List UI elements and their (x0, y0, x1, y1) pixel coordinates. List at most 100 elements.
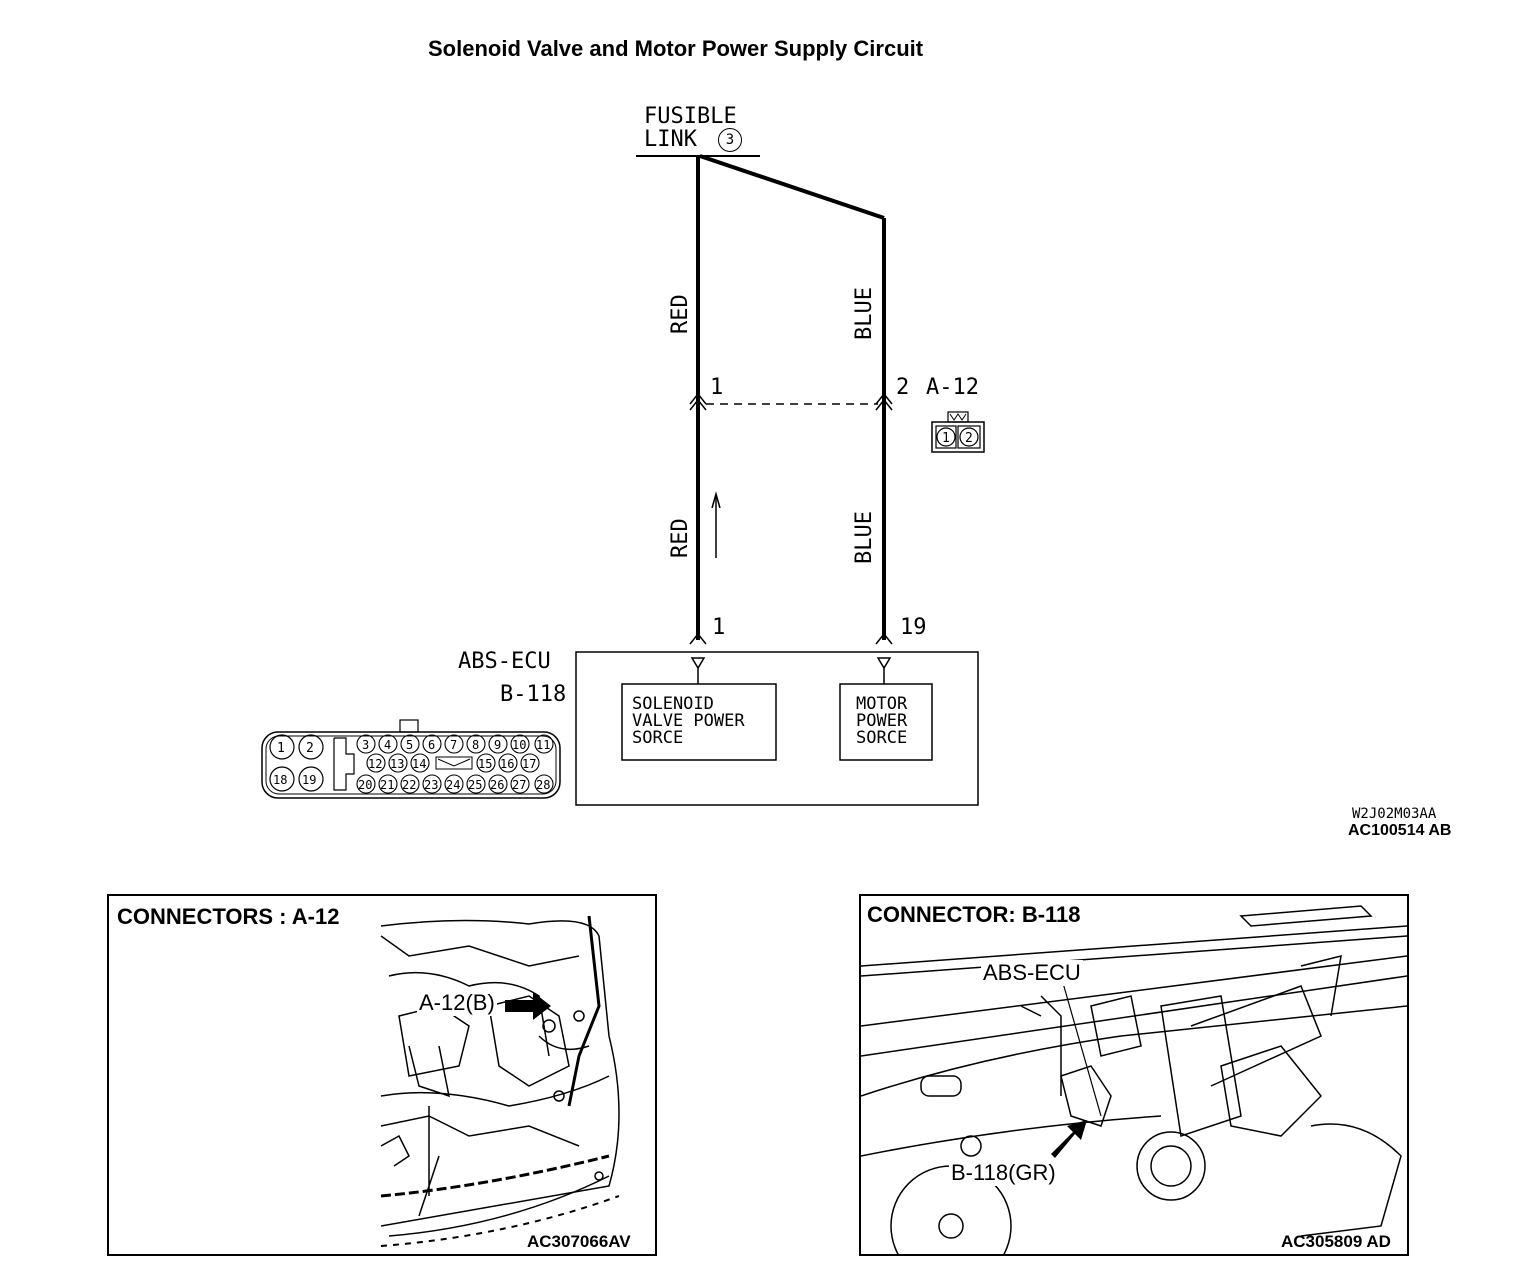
fusible-link-label-1: FUSIBLE (644, 104, 737, 129)
b118-pin (444, 774, 464, 794)
wire-color-blue-lower: BLUE (852, 511, 877, 564)
b118-pin-label: 3 (362, 738, 369, 752)
b118-pin (422, 774, 442, 794)
motor-box-line3: SORCE (856, 728, 908, 748)
b118-pin-label: 8 (472, 738, 479, 752)
ecu-pin1-symbol (689, 632, 707, 645)
b118-pin-label: 26 (490, 778, 504, 792)
b118-pin-label: 12 (368, 757, 382, 771)
b118-pin (510, 774, 530, 794)
diagram-title: Solenoid Valve and Motor Power Supply Ci… (428, 36, 924, 61)
panel-left-code: AC307066AV (527, 1232, 631, 1251)
b118-pin (388, 753, 408, 773)
svg-text:19: 19 (302, 773, 316, 787)
a12-pin2-symbol (875, 398, 893, 411)
b118-pin (488, 734, 508, 754)
a12-connector-label: A-12 (926, 375, 979, 400)
wire-color-blue-upper: BLUE (852, 287, 877, 340)
solenoid-box-line3: SORCE (632, 728, 684, 748)
figure-code-2: AC100514 AB (1348, 822, 1452, 839)
a12-icon-pin2: 2 (965, 431, 973, 446)
ecu-pin19-symbol (875, 632, 893, 645)
b118-connector-face: 1 2 18 19 3 4 5 6 7 8 9 10 11 12 13 14 15 16 17 20 21 22 2… (261, 719, 561, 799)
svg-text:2: 2 (306, 741, 314, 756)
b118-pin (444, 734, 464, 754)
connector-b118-panel: CONNECTOR: B-118 ABS-ECU B-118(GR) AC305… (859, 894, 1409, 1256)
b118-pin-label: 27 (512, 778, 526, 792)
solenoid-input-triangle (690, 657, 706, 670)
motor-box-line1: MOTOR (856, 694, 908, 714)
ecu-name: ABS-ECU (458, 649, 551, 674)
b118-pin (366, 753, 386, 773)
b118-pin (466, 734, 486, 754)
b118-pin (378, 774, 398, 794)
b118-pin (400, 774, 420, 794)
b118-pin-label: 21 (380, 778, 394, 792)
fusible-link-number: 3 (718, 128, 742, 152)
b118-pin (488, 774, 508, 794)
b118-pin (422, 734, 442, 754)
ecu-box (575, 651, 979, 806)
b118-pin-label: 28 (536, 778, 550, 792)
svg-text:1: 1 (277, 741, 285, 756)
connector-a12-panel: CONNECTORS : A-12 A-12(B) AC307066AV (107, 894, 657, 1256)
b118-pin (466, 774, 486, 794)
b118-pin-label: 13 (390, 757, 404, 771)
b118-pin (410, 753, 430, 773)
b118-pin-label: 17 (522, 757, 536, 771)
b118-pin-label: 10 (512, 738, 526, 752)
b118-pin-label: 25 (468, 778, 482, 792)
svg-text:18: 18 (273, 773, 287, 787)
figure-code-1: W2J02M03AA (1352, 806, 1437, 822)
b118-pin-label: 7 (450, 738, 457, 752)
a12-pin1-symbol (689, 398, 707, 411)
b118-pin-label: 6 (428, 738, 435, 752)
b118-pin-label: 24 (446, 778, 460, 792)
wire-color-red-upper: RED (668, 294, 693, 334)
b118-pin (476, 753, 496, 773)
solenoid-box-line2: VALVE POWER (632, 711, 745, 731)
panel-left-title: CONNECTORS : A-12 (117, 904, 340, 929)
b118-pin-label: 11 (536, 738, 550, 752)
blue-wire-diagonal (699, 154, 885, 220)
fusible-link-label-2: LINK (644, 127, 697, 152)
b118-pin-label: 20 (358, 778, 372, 792)
ecu-pin1-number: 1 (712, 615, 726, 640)
b118-pin (510, 734, 530, 754)
motor-box (839, 683, 933, 761)
b118-pin-label: 9 (494, 738, 501, 752)
panel-right-callout-top: ABS-ECU (981, 960, 1083, 986)
solenoid-box-line1: SOLENOID (632, 694, 714, 714)
a12-pin1-number: 1 (710, 375, 724, 400)
abs-ecu-illustration (861, 905, 1407, 1254)
b118-pin-label: 22 (402, 778, 416, 792)
b118-pin-label: 14 (412, 757, 426, 771)
motor-box-line2: POWER (856, 711, 908, 731)
b118-pin-label: 5 (406, 738, 413, 752)
b118-pin-label: 15 (478, 757, 492, 771)
b118-pin-label: 16 (500, 757, 514, 771)
a12-pin2-number: 2 (896, 375, 910, 400)
b118-pin (356, 774, 376, 794)
a12-connector-icon: 1 2 (931, 411, 985, 453)
b118-pin (534, 774, 554, 794)
b118-pin (520, 753, 540, 773)
b118-pin (378, 734, 398, 754)
panel-left-callout: A-12(B) (417, 990, 497, 1016)
panel-left-pointer-arrow (505, 992, 551, 1020)
wire-color-red-lower: RED (668, 518, 693, 558)
b118-pin-label: 4 (384, 738, 391, 752)
panel-right-pointer-arrow (1051, 1120, 1087, 1158)
b118-pin (400, 734, 420, 754)
motor-input-triangle (876, 657, 892, 670)
panel-right-callout-bottom: B-118(GR) (949, 1160, 1058, 1186)
b118-pin (498, 753, 518, 773)
engine-bay-illustration (380, 915, 620, 1247)
solenoid-box (621, 683, 777, 761)
a12-icon-pin1: 1 (942, 431, 950, 446)
b118-pin-label: 23 (424, 778, 438, 792)
panel-right-title: CONNECTOR: B-118 (867, 902, 1081, 927)
panel-right-code: AC305809 AD (1281, 1232, 1391, 1251)
b118-pin (534, 734, 554, 754)
